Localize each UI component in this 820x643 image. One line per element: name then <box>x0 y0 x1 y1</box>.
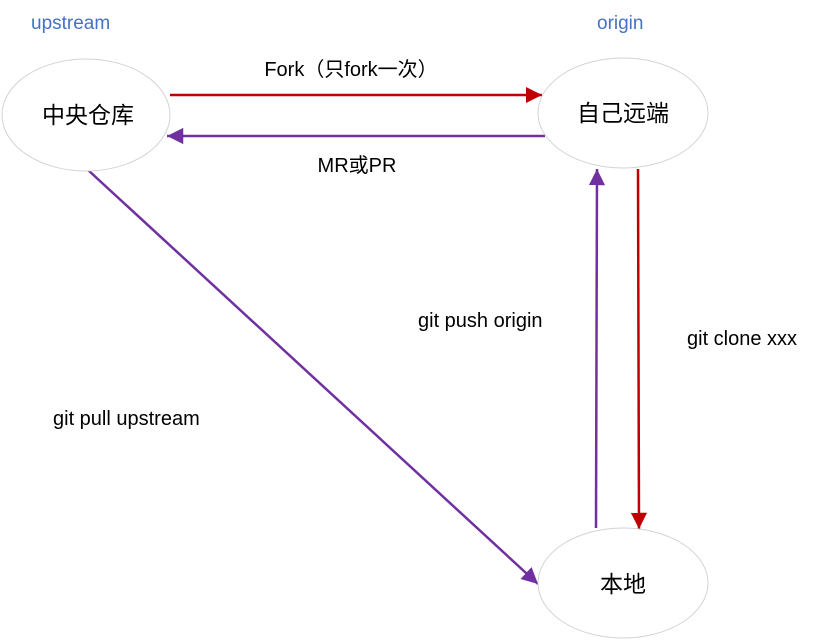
node-local: 本地 <box>537 527 709 639</box>
node-local-ellipse <box>537 527 709 639</box>
node-central-repo-ellipse <box>1 58 171 172</box>
edge-git-push-arrow <box>588 168 606 529</box>
node-local-label: 本地 <box>600 571 646 597</box>
edge-label-fork: Fork（只fork一次） <box>264 58 437 81</box>
node-own-remote: 自己远端 <box>537 57 709 169</box>
edge-label-mr-pr: MR或PR <box>318 154 397 177</box>
edge-label-git-push: git push origin <box>418 310 543 332</box>
edge-git-pull-arrow <box>87 169 539 585</box>
edge-label-git-pull: git pull upstream <box>53 408 200 430</box>
remote-tag-upstream: upstream <box>31 13 110 34</box>
remote-tag-origin: origin <box>597 13 643 34</box>
node-central-repo-label: 中央仓库 <box>42 102 134 128</box>
node-own-remote-ellipse <box>537 57 709 169</box>
edge-label-git-clone: git clone xxx <box>687 328 797 350</box>
edge-git-clone-arrow <box>630 168 648 530</box>
node-central-repo: 中央仓库 <box>1 58 171 172</box>
node-own-remote-label: 自己远端 <box>577 100 669 126</box>
